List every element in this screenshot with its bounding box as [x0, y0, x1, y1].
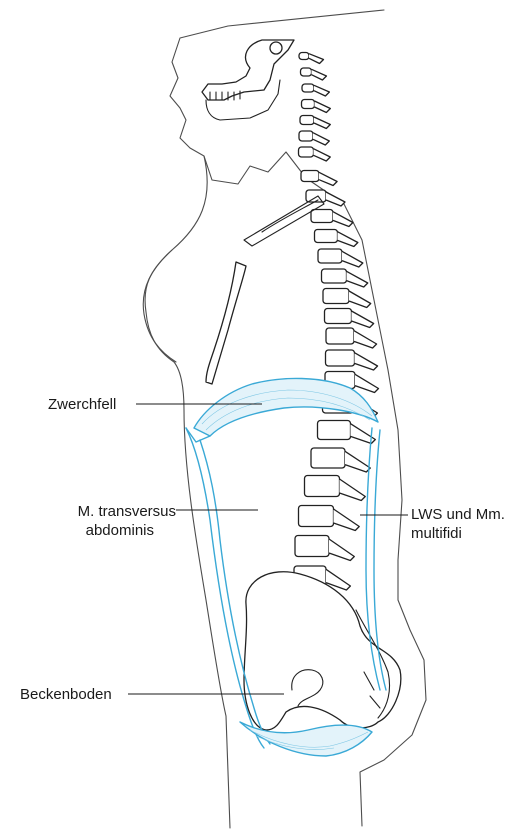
vertebra-body: [326, 328, 354, 344]
vertebra-body: [299, 131, 313, 141]
clavicle: [262, 200, 318, 232]
breast-outline: [143, 250, 176, 362]
spinous-process: [345, 451, 370, 472]
label-lws-line2: multifidi: [411, 524, 505, 543]
spinous-process: [314, 149, 331, 161]
spinous-process: [319, 172, 337, 185]
spinous-process: [313, 133, 329, 145]
spine: [294, 53, 379, 591]
body-front-outline: [145, 156, 230, 828]
label-lws-line1: LWS und Mm.: [411, 505, 505, 524]
vertebra-body: [315, 230, 338, 243]
vertebra-body: [311, 210, 333, 223]
spinous-process: [355, 374, 379, 392]
spinous-process: [326, 192, 345, 206]
spinous-process: [355, 353, 378, 370]
vertebra-body: [311, 448, 345, 468]
spinous-process: [314, 85, 329, 96]
vertebra-body: [323, 289, 349, 304]
label-zwerchfell: Zwerchfell: [48, 395, 116, 414]
vertebra-body: [301, 171, 319, 182]
spinous-process: [342, 251, 363, 267]
vertebra-body: [300, 116, 314, 125]
vertebra-body: [305, 476, 340, 497]
spinous-process: [314, 117, 330, 129]
vertebra-body: [299, 147, 314, 157]
spinous-process: [349, 291, 371, 308]
label-lws-multifidi: LWS und Mm. multifidi: [411, 505, 505, 543]
label-beckenboden: Beckenboden: [20, 685, 112, 704]
spinous-process: [352, 311, 374, 328]
spinous-process: [338, 232, 358, 247]
spinous-process: [333, 212, 353, 227]
vertebra-body: [302, 100, 315, 109]
pelvis-ilium: [244, 572, 401, 730]
vertebra-body: [318, 421, 351, 440]
vertebra-body: [299, 53, 309, 60]
spinous-process: [354, 331, 377, 348]
label-transversus-line2: abdominis: [20, 521, 176, 540]
spinous-process: [309, 54, 324, 64]
spinous-process: [329, 539, 354, 561]
vertebra-body: [299, 506, 334, 527]
spinous-process: [315, 101, 331, 113]
vertebra-body: [302, 84, 314, 92]
vertebra-body: [325, 309, 352, 324]
skull-process: [270, 42, 282, 54]
vertebra-body: [295, 536, 329, 557]
vertebra-body: [318, 249, 342, 263]
spinous-process: [334, 509, 360, 531]
vertebra-body: [322, 269, 347, 283]
spinous-process: [347, 271, 368, 287]
sternum: [206, 262, 246, 384]
vertebra-body: [306, 190, 326, 202]
spinous-process: [312, 69, 327, 80]
vertebra-body: [326, 350, 355, 366]
label-transversus: M. transversus abdominis: [20, 502, 176, 540]
spinous-process: [340, 479, 366, 501]
label-transversus-line1: M. transversus: [20, 502, 176, 521]
vertebra-body: [301, 68, 312, 76]
